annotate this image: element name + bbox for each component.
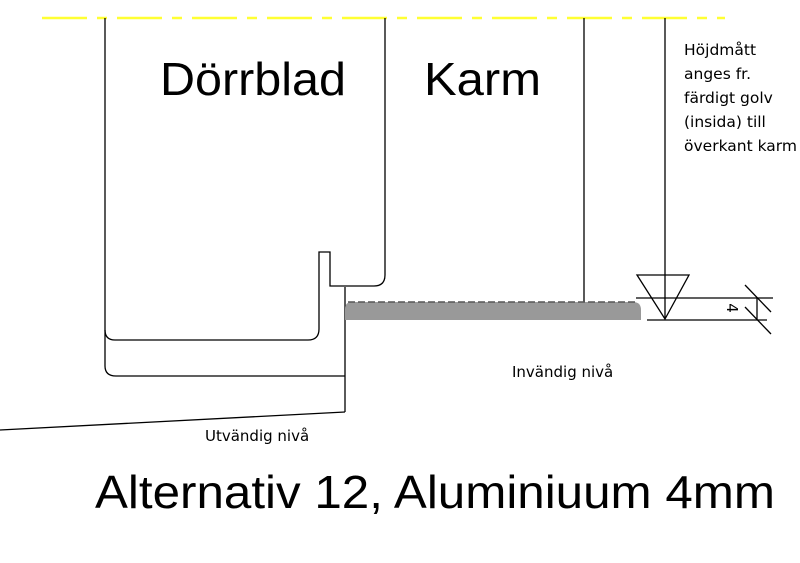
level-triangle-icon [635,274,691,321]
note-line: (insida) till [684,113,766,131]
note-line: överkant karm [684,137,797,155]
dimension-tick-top [744,284,772,313]
threshold-plate [345,302,641,320]
frame-label: Karm [424,53,541,105]
frame-profile-outline [104,330,345,377]
door-leaf-outline [104,18,386,341]
door-leaf-label: Dörrblad [160,53,346,105]
outside-ground-line [0,411,346,431]
outside-level-label: Utvändig nivå [205,427,309,445]
dimension-value: 4 [723,303,741,313]
inside-level-label: Invändig nivå [512,363,613,381]
note-line: Höjdmått [684,41,756,59]
drawing-title: Alternativ 12, Aluminiuum 4mm [95,466,775,518]
height-note: Höjdmått anges fr. färdigt golv (insida)… [684,41,797,155]
dimension-tick-bottom [744,306,772,335]
note-line: färdigt golv [684,89,773,107]
note-line: anges fr. [684,65,751,83]
